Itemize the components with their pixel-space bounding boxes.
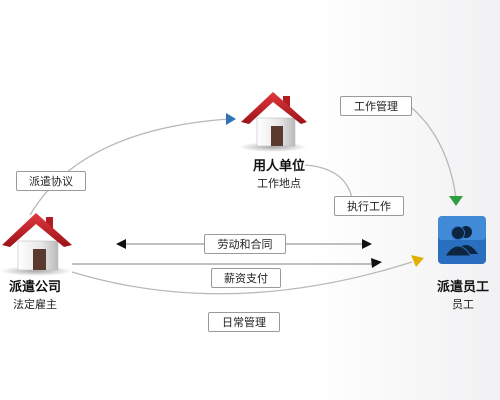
house-icon: [239, 92, 307, 152]
perform-work-connector: [304, 164, 353, 199]
salary-payment-label: 薪资支付: [211, 268, 281, 288]
employer-title: 用人单位: [252, 159, 305, 174]
employee-subtitle: 员工: [452, 298, 474, 311]
employee-title: 派遣员工: [436, 280, 489, 295]
daily-management-label: 日常管理: [208, 312, 280, 332]
house-icon: [0, 213, 72, 276]
labor-contract-label: 劳动和合同: [204, 234, 286, 254]
daily-management-connector: [71, 261, 413, 295]
work-management-label: 工作管理: [340, 96, 412, 116]
people-icon: [438, 216, 486, 264]
arrow-right-employee: [362, 239, 372, 249]
arrow-to-employee-green: [449, 196, 463, 206]
arrow-daily-to-employee: [411, 255, 424, 267]
perform-work-label: 执行工作: [334, 196, 404, 216]
dispatch-agreement-connector: [29, 118, 229, 216]
arrow-salary-to-employee: [371, 258, 382, 268]
agency-subtitle: 法定雇主: [13, 298, 57, 311]
work-management-connector: [411, 107, 457, 199]
arrow-to-employer: [226, 113, 236, 125]
employer-subtitle: 工作地点: [257, 177, 301, 190]
agency-title: 派遣公司: [8, 280, 61, 295]
dispatch-agreement-label: 派遣协议: [16, 171, 86, 191]
arrow-left-agency: [116, 239, 126, 249]
